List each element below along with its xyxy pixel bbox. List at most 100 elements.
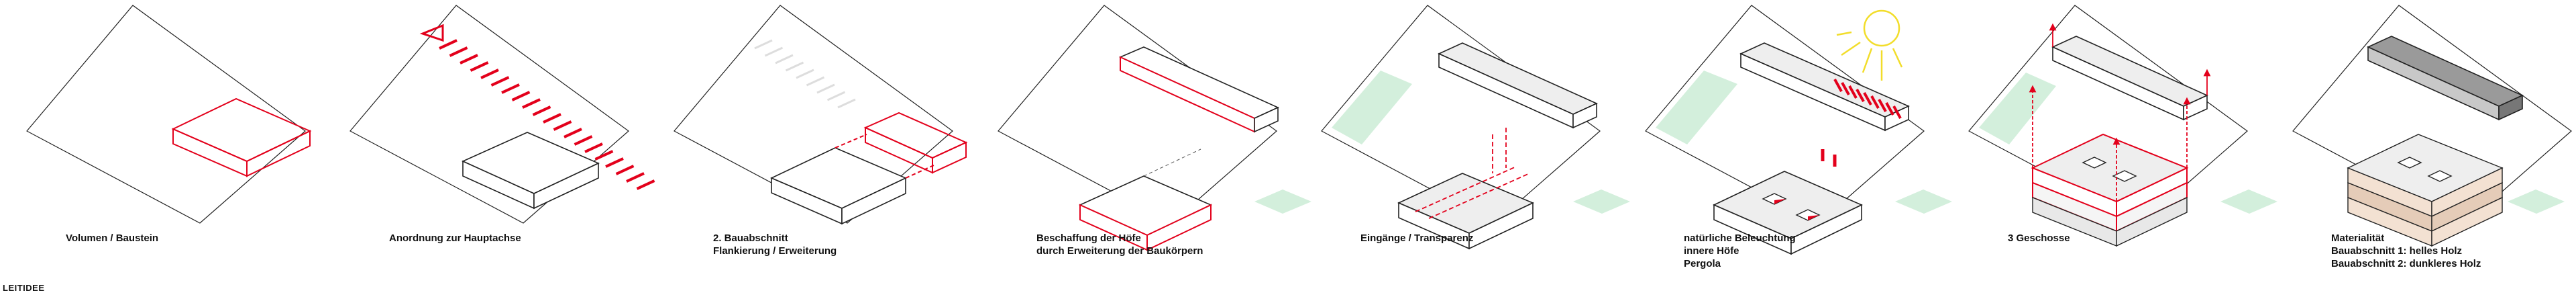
sun-icon bbox=[1836, 9, 1903, 81]
hatch-stroke bbox=[754, 39, 773, 50]
hatch-stroke bbox=[543, 113, 561, 124]
caption-line: Pergola bbox=[1684, 258, 1721, 269]
caption-eingaenge: Eingänge / Transparenz bbox=[1360, 232, 1473, 245]
green-area-right bbox=[2508, 189, 2565, 214]
caption-line: durch Erweiterung der Baukörpern bbox=[1036, 245, 1203, 257]
roof-volume bbox=[2367, 36, 2524, 121]
hatch-stroke bbox=[490, 76, 510, 87]
hatch-stroke bbox=[1856, 89, 1865, 102]
caption-line: Bauabschnitt 2: dunkleres Holz bbox=[2331, 258, 2481, 269]
courtyard-openings bbox=[2397, 157, 2453, 182]
hatch-stroke bbox=[449, 46, 468, 57]
building-upper bbox=[1119, 46, 1279, 133]
axis-arrow-icon bbox=[419, 24, 444, 42]
extension-volume bbox=[835, 112, 968, 179]
pergola-volume bbox=[1739, 42, 1910, 132]
caption-volumen: Volumen / Baustein bbox=[66, 232, 158, 245]
panel-beleuchtung bbox=[1645, 5, 1952, 255]
building-upper bbox=[1438, 42, 1598, 129]
hatch-stroke bbox=[1833, 79, 1843, 92]
upper-volume bbox=[2051, 36, 2208, 121]
light-slots bbox=[1821, 149, 1837, 167]
entrance-passages bbox=[1415, 128, 1530, 219]
hatch-stroke bbox=[532, 105, 551, 116]
hatch-stroke bbox=[574, 135, 593, 146]
hatch-stroke bbox=[1848, 85, 1858, 99]
hatch-stroke bbox=[816, 83, 835, 94]
hatch-stroke bbox=[470, 61, 489, 72]
courtyard-openings bbox=[2082, 157, 2137, 182]
hatch-stroke bbox=[1892, 105, 1902, 119]
panel-materialitaet bbox=[2292, 5, 2572, 247]
hatch-stroke bbox=[785, 61, 804, 72]
ground-plane bbox=[350, 5, 629, 224]
hatch-stroke bbox=[1878, 99, 1887, 112]
building-volume bbox=[171, 97, 312, 177]
building-lower bbox=[1079, 175, 1212, 251]
green-area-right bbox=[1895, 189, 1952, 214]
hatch-stroke bbox=[1863, 92, 1872, 105]
caption-materialitaet: Materialität Bauabschnitt 1: helles Holz… bbox=[2331, 232, 2481, 270]
green-area-right bbox=[2220, 189, 2277, 214]
hatch-stroke bbox=[522, 98, 541, 109]
caption-line: Bauabschnitt 1: helles Holz bbox=[2331, 245, 2463, 257]
hatch-stroke bbox=[837, 98, 856, 109]
panel-eingaenge bbox=[1321, 5, 1630, 250]
hatch-stroke bbox=[553, 120, 572, 131]
hatch-stroke bbox=[460, 54, 478, 65]
hatch-stroke bbox=[1841, 82, 1850, 95]
section-title: LEITIDEE bbox=[3, 283, 45, 293]
green-area-right bbox=[1573, 189, 1630, 214]
hatch-stroke bbox=[1885, 102, 1894, 116]
caption-beleuchtung: natürliche Beleuchtung innere Höfe Pergo… bbox=[1684, 232, 1796, 270]
caption-hoefe: Beschaffung der Höfe durch Erweiterung d… bbox=[1036, 232, 1203, 257]
caption-line: Anordnung zur Hauptachse bbox=[389, 232, 521, 244]
panel-volumen bbox=[26, 5, 312, 224]
hatch-stroke bbox=[1870, 95, 1880, 109]
hatch-stroke bbox=[636, 179, 655, 190]
courtyard-openings bbox=[1762, 193, 1821, 221]
green-area-left bbox=[1332, 71, 1412, 144]
hatch-stroke bbox=[806, 76, 825, 87]
green-area-left bbox=[1979, 73, 2056, 144]
caption-line: Eingänge / Transparenz bbox=[1360, 232, 1474, 244]
stacked-floors bbox=[2031, 133, 2189, 247]
building-lower bbox=[1397, 173, 1534, 250]
panel-bauabschnitt bbox=[674, 5, 968, 225]
hatch-stroke bbox=[511, 91, 531, 101]
panel-hauptachse bbox=[350, 5, 655, 224]
caption-line: natürliche Beleuchtung bbox=[1684, 232, 1796, 244]
building-volume-1 bbox=[770, 147, 907, 225]
wood-floors bbox=[2347, 134, 2504, 247]
pergola-slats bbox=[1833, 79, 1902, 119]
ground-plane bbox=[26, 5, 306, 224]
caption-line: Flankierung / Erweiterung bbox=[713, 245, 837, 257]
hatch-stroke bbox=[605, 157, 624, 168]
panel-geschosse bbox=[1968, 5, 2277, 247]
caption-line: 3 Geschosse bbox=[2008, 232, 2070, 244]
height-arrows bbox=[2029, 23, 2211, 202]
building-volume bbox=[462, 132, 600, 210]
hatch-stroke bbox=[826, 91, 846, 101]
hatch-stroke bbox=[501, 83, 520, 94]
hatch-stroke bbox=[594, 150, 614, 161]
building-lower bbox=[1713, 171, 1863, 255]
panel-hoefe bbox=[998, 5, 1311, 251]
caption-line: 2. Bauabschnitt bbox=[713, 232, 788, 244]
hatch-stroke bbox=[796, 69, 814, 79]
hatch-stroke bbox=[764, 46, 784, 57]
hatch-stroke bbox=[775, 54, 794, 65]
hatch-stroke bbox=[584, 142, 603, 153]
hatch-stroke bbox=[564, 128, 582, 138]
main-axis-hatching bbox=[439, 39, 655, 190]
caption-line: innere Höfe bbox=[1684, 245, 1739, 257]
hatch-stroke bbox=[439, 39, 458, 50]
green-area-left bbox=[1656, 71, 1737, 144]
caption-line: Materialität bbox=[2331, 232, 2385, 244]
hatch-stroke bbox=[626, 172, 645, 183]
hatch-stroke bbox=[480, 69, 499, 79]
green-area bbox=[1254, 189, 1311, 214]
caption-line: Volumen / Baustein bbox=[66, 232, 159, 244]
caption-geschosse: 3 Geschosse bbox=[2008, 232, 2070, 245]
